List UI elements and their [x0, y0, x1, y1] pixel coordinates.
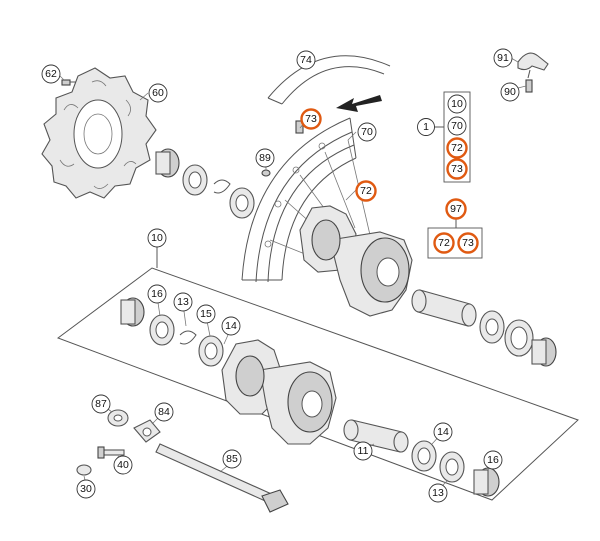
callout-90[interactable]: 90 — [500, 82, 520, 102]
callout-13-right-label: 13 — [432, 487, 444, 499]
callout-74-label: 74 — [300, 54, 312, 66]
kit1-callout-70-label: 70 — [451, 120, 463, 132]
axle — [155, 443, 289, 513]
spacer-left-top — [155, 148, 255, 219]
callout-85[interactable]: 85 — [222, 449, 242, 469]
kit1-callout-72-highlight[interactable]: 72 — [446, 137, 468, 159]
spacer-top — [411, 289, 477, 327]
callout-97-label: 97 — [450, 203, 462, 215]
callout-72-highlight[interactable]: 72 — [355, 180, 377, 202]
callout-87-label: 87 — [95, 398, 107, 410]
callout-13-right[interactable]: 13 — [428, 483, 448, 503]
kit97-callout-73-highlight[interactable]: 73 — [457, 232, 479, 254]
callout-84[interactable]: 84 — [154, 402, 174, 422]
rotation-arrow — [336, 95, 382, 112]
callout-40[interactable]: 40 — [113, 455, 133, 475]
hub-body — [221, 339, 337, 445]
hub-spacer-11 — [343, 419, 409, 453]
callout-87[interactable]: 87 — [91, 394, 111, 414]
callout-89[interactable]: 89 — [255, 148, 275, 168]
bolt-40 — [97, 446, 125, 459]
callout-85-label: 85 — [226, 453, 238, 465]
callout-60-label: 60 — [152, 87, 164, 99]
small-part-89 — [261, 169, 271, 177]
callout-62-label: 62 — [45, 68, 57, 80]
callout-15-label: 15 — [200, 308, 212, 320]
callout-14-right[interactable]: 14 — [433, 422, 453, 442]
nut-30 — [76, 464, 92, 476]
callout-10-top[interactable]: 10 — [147, 228, 167, 248]
callout-73-label: 73 — [305, 113, 317, 125]
callout-16-right-label: 16 — [487, 454, 499, 466]
callout-13-left[interactable]: 13 — [173, 292, 193, 312]
callout-14-right-label: 14 — [437, 426, 449, 438]
disc-screw — [61, 79, 76, 86]
callout-72-label: 72 — [360, 185, 372, 197]
callout-40-label: 40 — [117, 459, 129, 471]
callout-30-label: 30 — [80, 483, 92, 495]
kit1-callout-73-highlight[interactable]: 73 — [446, 158, 468, 180]
callout-14-left-label: 14 — [225, 320, 237, 332]
exploded-group-frame — [56, 245, 579, 501]
callout-11[interactable]: 11 — [353, 441, 373, 461]
kit1-callout-72-label: 72 — [451, 142, 463, 154]
rim — [241, 117, 357, 283]
callout-73-highlight[interactable]: 73 — [300, 108, 322, 130]
callout-97-highlight[interactable]: 97 — [445, 198, 467, 220]
callout-30[interactable]: 30 — [76, 479, 96, 499]
callout-15[interactable]: 15 — [196, 304, 216, 324]
axle-nut-87 — [107, 409, 129, 427]
callout-14-left[interactable]: 14 — [221, 316, 241, 336]
kit1-callout-10-label: 10 — [451, 98, 463, 110]
bearing-set-left — [120, 297, 224, 367]
callout-62[interactable]: 62 — [41, 64, 61, 84]
callout-16-right[interactable]: 16 — [483, 450, 503, 470]
kit97-callout-72-label: 72 — [438, 237, 450, 249]
callout-91[interactable]: 91 — [493, 48, 513, 68]
callout-70[interactable]: 70 — [357, 122, 377, 142]
callout-74[interactable]: 74 — [296, 50, 316, 70]
callout-89-label: 89 — [259, 152, 271, 164]
callout-16-left[interactable]: 16 — [147, 284, 167, 304]
callout-16-left-label: 16 — [151, 288, 163, 300]
kit1-callout-73-label: 73 — [451, 163, 463, 175]
callout-10-top-label: 10 — [151, 232, 163, 244]
callout-84-label: 84 — [158, 406, 170, 418]
callout-1-label: 1 — [423, 121, 429, 133]
callout-70-label: 70 — [361, 126, 373, 138]
kit97-callout-73-label: 73 — [462, 237, 474, 249]
tyre-segment — [267, 55, 391, 105]
callout-11-label: 11 — [358, 445, 369, 457]
kit97-callout-72-highlight[interactable]: 72 — [433, 232, 455, 254]
wheel-hub — [299, 205, 413, 317]
bearing-set-right — [411, 440, 500, 497]
valve-part — [295, 120, 304, 134]
callout-1[interactable]: 1 — [417, 118, 435, 136]
callout-90-label: 90 — [504, 86, 516, 98]
callout-91-label: 91 — [497, 52, 509, 64]
axle-clamp-84 — [133, 419, 161, 443]
callout-60[interactable]: 60 — [148, 83, 168, 103]
brake-disc — [41, 67, 157, 199]
kit1-callout-70[interactable]: 70 — [447, 116, 467, 136]
callout-13-left-label: 13 — [177, 296, 189, 308]
bearing-top-right — [479, 310, 557, 367]
valve-cap-assembly — [517, 52, 549, 93]
kit1-callout-10[interactable]: 10 — [447, 94, 467, 114]
